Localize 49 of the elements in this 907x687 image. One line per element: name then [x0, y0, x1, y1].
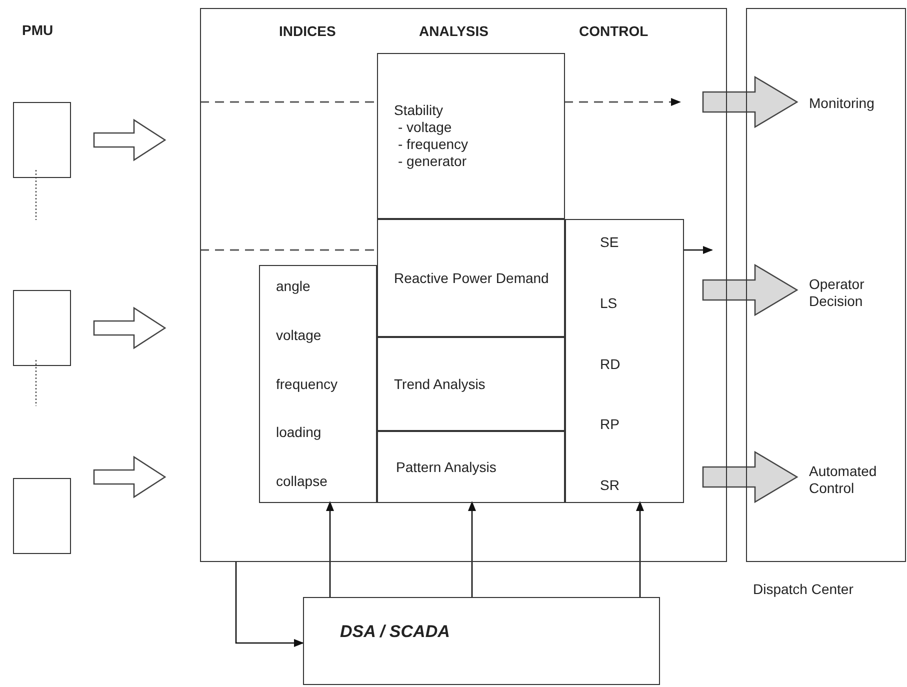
arrow [468, 501, 476, 597]
pmu-box [13, 290, 71, 366]
arrow [235, 562, 304, 647]
output-label: Automated Control [809, 458, 889, 502]
column-heading: INDICES [279, 23, 336, 40]
box-text: angle [276, 278, 312, 295]
box-text: LS [600, 294, 618, 312]
control-box [565, 219, 684, 503]
output-label: Monitoring [809, 93, 889, 115]
analysis-box [377, 337, 565, 431]
box-text: Stability [394, 102, 444, 120]
pmu-heading: PMU [22, 22, 54, 39]
box-text: RP [600, 416, 620, 434]
box-text: RD [600, 356, 622, 372]
box-text: DSA / SCADA [340, 622, 451, 642]
box-text: Reactive Power Demand [394, 268, 550, 288]
caption-text: Dispatch Center [753, 581, 854, 598]
column-heading: ANALYSIS [419, 23, 489, 40]
arrow [636, 501, 644, 597]
box-text: frequency [276, 376, 338, 392]
arrow [326, 501, 334, 597]
box-text: loading [276, 424, 322, 442]
box-text: Pattern Analysis [396, 458, 498, 476]
analysis-box [377, 431, 565, 503]
block-arrow [93, 306, 166, 350]
arrow [683, 246, 713, 254]
dashed-arrow [564, 98, 681, 106]
box-text: voltage [276, 326, 322, 344]
box-text: - frequency [398, 136, 470, 153]
output-label: Operator Decision [809, 271, 889, 315]
pmu-box [13, 102, 71, 178]
box-text: SE [600, 234, 620, 251]
block-arrow [702, 76, 798, 128]
box-text: SR [600, 477, 620, 494]
block-arrow [702, 450, 798, 504]
indices-box [259, 265, 377, 503]
analysis-box [377, 219, 565, 337]
module-box [200, 8, 727, 562]
block-arrow [93, 118, 166, 162]
pmu-box [13, 478, 71, 554]
block-arrow [702, 264, 798, 316]
analysis-box [377, 53, 565, 219]
block-arrow [93, 456, 166, 498]
box-text: - generator [398, 152, 468, 170]
box-text: collapse [276, 473, 328, 490]
column-heading: CONTROL [579, 23, 648, 40]
system-box [303, 597, 660, 685]
box-text: - voltage [398, 119, 453, 136]
box-text: Trend Analysis [394, 376, 486, 392]
